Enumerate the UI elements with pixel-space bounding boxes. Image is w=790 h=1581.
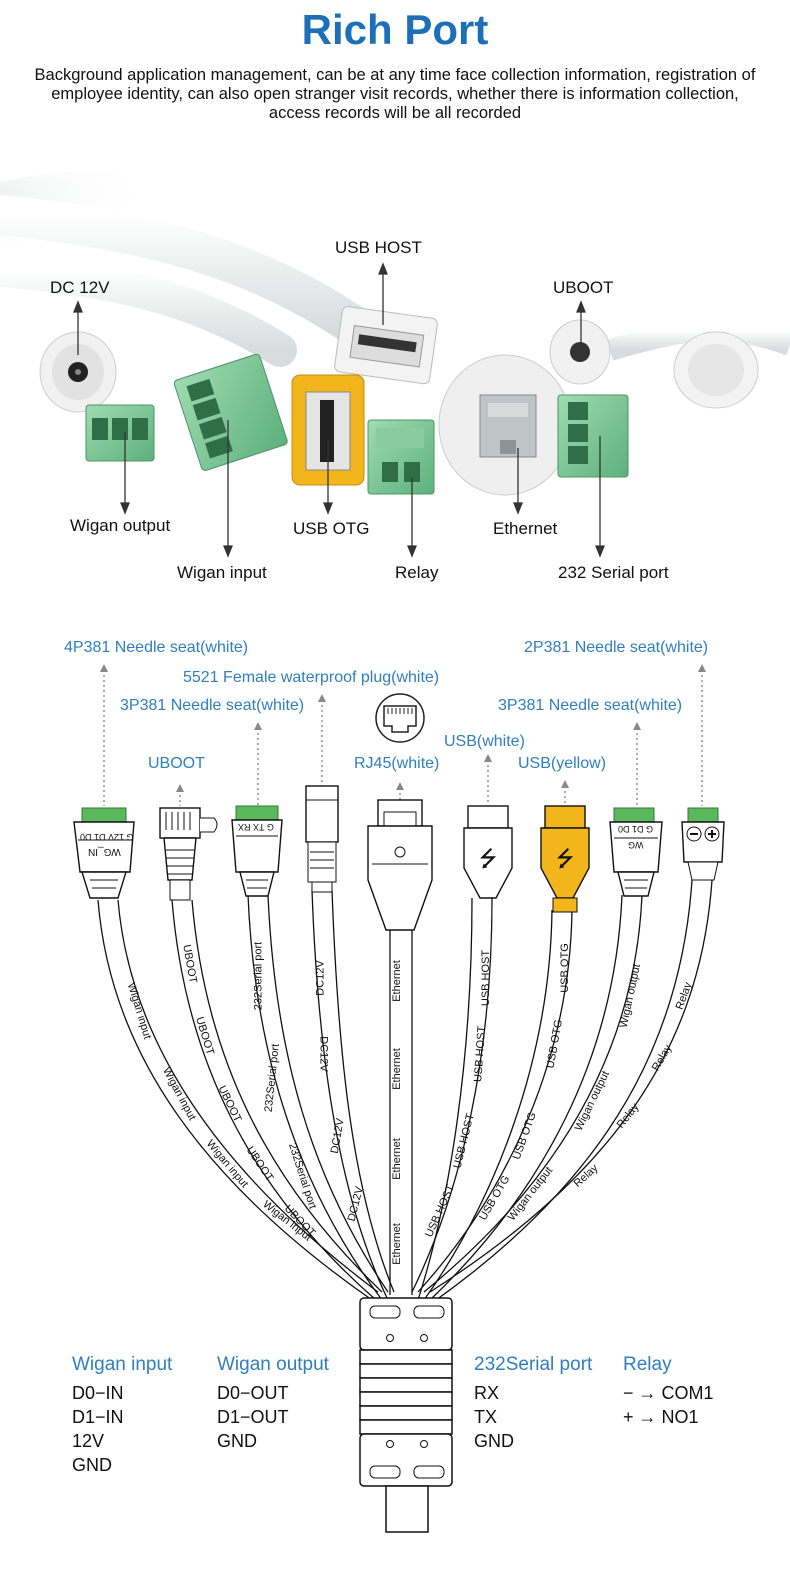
photo-label-dc12v: DC 12V [50, 278, 110, 297]
cable-label-usb-otg: USB OTG [558, 943, 571, 993]
cable-label-dc12v: DC12V [317, 1036, 330, 1072]
connector-wg-in [73, 807, 135, 899]
cable-shape [0, 253, 297, 367]
pinout-line: GND [474, 1431, 514, 1451]
cable-shape [606, 319, 790, 361]
photo-label-wigan-output: Wigan output [70, 516, 171, 535]
pinout-line: D1−IN [72, 1407, 124, 1427]
photo-label-relay: Relay [395, 563, 439, 582]
cable-label-ethernet: Ethernet [390, 1138, 403, 1180]
page-title: Rich Port [301, 6, 489, 53]
usb-host-shape [334, 306, 438, 385]
cable-diagram: ⭍ ⭍ [73, 664, 725, 1533]
connector-dc5521 [305, 785, 339, 893]
cable-label-serial: 232Serial port [252, 941, 265, 1011]
photo-label-wigan-input: Wigan input [177, 563, 267, 582]
mark-wg-out-pins: G D1 D0 [618, 824, 654, 834]
pinout-line: 12V [72, 1431, 105, 1451]
cable-label-ethernet: Ethernet [390, 1223, 403, 1265]
pinout-line: D0−OUT [217, 1383, 289, 1403]
mark-wg-out: WG [628, 840, 644, 850]
photo-label-serial: 232 Serial port [558, 563, 669, 582]
cable-label-dc12v: DC12V [314, 960, 327, 996]
connector-wg-out [609, 807, 663, 897]
terminal-serial-shape [557, 394, 629, 478]
label-uboot: UBOOT [148, 755, 205, 772]
cable-label-ethernet: Ethernet [390, 960, 403, 1002]
pinout-heading-relay: Relay [623, 1354, 672, 1375]
pinout-line: − → COM1 [623, 1383, 714, 1403]
rj45-icon [375, 693, 425, 743]
photo-label-ethernet: Ethernet [493, 519, 558, 538]
pinout-heading-serial: 232Serial port [474, 1354, 593, 1375]
cable-label-usb-host: USB HOST [480, 949, 493, 1007]
dc-plug-shape [39, 331, 117, 413]
connector-usb-yellow: ⭍ [540, 805, 590, 913]
connector-rj45 [367, 799, 433, 931]
cable-shape [0, 195, 380, 350]
pinout-line: RX [474, 1383, 500, 1403]
label-5521: 5521 Female waterproof plug(white) [183, 669, 440, 686]
label-3p381-left: 3P381 Needle seat(white) [120, 697, 305, 714]
pinout-heading-wigan-output: Wigan output [217, 1354, 329, 1375]
mark-wg-in: WG_IN [88, 846, 121, 857]
cable-label-ethernet: Ethernet [390, 1048, 403, 1090]
photo-arrows [73, 262, 605, 558]
usb-symbol-icon: ⭍ [556, 847, 574, 872]
pinout-line: D1−OUT [217, 1407, 289, 1427]
label-2p381: 2P381 Needle seat(white) [524, 639, 709, 656]
label-usb-white: USB(white) [444, 733, 525, 750]
connector-serial [231, 805, 283, 897]
connector-relay [681, 807, 725, 881]
photo-label-usb-otg: USB OTG [293, 519, 370, 538]
label-usb-yellow: USB(yellow) [518, 755, 607, 772]
pinout-line: GND [217, 1431, 257, 1451]
terminal-wigan-input-shape [173, 353, 288, 471]
pinout-line: TX [474, 1407, 498, 1427]
trunk-connector [359, 1297, 453, 1533]
label-3p381-right: 3P381 Needle seat(white) [498, 697, 683, 714]
port-photo [0, 150, 790, 600]
terminal-relay-shape [367, 419, 435, 495]
pinout-line: D0−IN [72, 1383, 124, 1403]
page-description: Background application management, can b… [34, 66, 756, 122]
waterproof-cap-shape [673, 331, 759, 409]
pinout-heading-wigan-input: Wigan input [72, 1354, 173, 1375]
ethernet-port-shape [438, 354, 572, 496]
mark-wg-in-pins: G 12V D1 D0 [80, 832, 134, 842]
usb-symbol-icon: ⭍ [479, 847, 497, 872]
photo-label-usb-host: USB HOST [335, 238, 422, 257]
photo-label-uboot: UBOOT [553, 278, 614, 297]
connector-uboot [159, 807, 218, 901]
connector-usb-white: ⭍ [463, 805, 513, 899]
label-4p381: 4P381 Needle seat(white) [64, 639, 249, 656]
mark-serial-pins: G TX RX [238, 822, 274, 832]
pinout-line: GND [72, 1455, 112, 1475]
uboot-plug-shape [549, 319, 611, 385]
leader-arrowheads [100, 664, 706, 792]
terminal-wigan-output-shape [85, 404, 155, 462]
pinout-line: + → NO1 [623, 1407, 699, 1427]
label-rj45: RJ45(white) [354, 755, 440, 772]
